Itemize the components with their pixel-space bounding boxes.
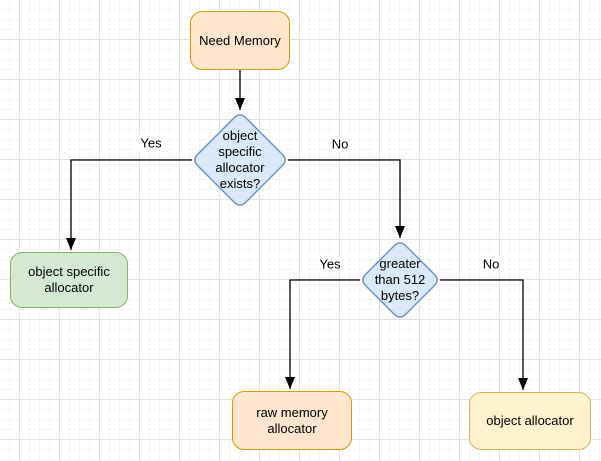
edge-label-decision2-yes[interactable]: Yes [317, 256, 343, 272]
node-raw-memory-allocator-label: raw memory allocator [256, 404, 328, 436]
node-decision-greater-512[interactable]: greater than 512 bytes? [360, 240, 440, 320]
node-raw-memory-allocator[interactable]: raw memory allocator [232, 391, 352, 450]
edge-decision2-yes[interactable] [285, 279, 360, 389]
edge-decision1-no[interactable] [288, 159, 405, 238]
decision2-diamond-shape [362, 242, 438, 318]
edge-label-decision2-no[interactable]: No [480, 256, 502, 272]
node-object-allocator[interactable]: object allocator [469, 392, 591, 450]
node-need-memory[interactable]: Need Memory [190, 11, 290, 70]
decision1-diamond-shape [194, 114, 286, 206]
node-object-specific-allocator[interactable]: object specific allocator [10, 252, 128, 308]
node-need-memory-label: Need Memory [199, 32, 281, 48]
node-object-specific-allocator-label: object specific allocator [28, 264, 110, 295]
edge-decision1-yes[interactable] [66, 159, 192, 250]
node-decision-object-specific-exists-label: object specific allocator exists? [215, 128, 265, 191]
edge-label-decision1-yes[interactable]: Yes [138, 135, 164, 151]
edge-decision2-no[interactable] [440, 279, 528, 390]
node-decision-greater-512-label: greater than 512 bytes? [374, 256, 426, 303]
node-object-allocator-label: object allocator [486, 413, 574, 428]
edge-label-decision1-no[interactable]: No [329, 136, 351, 152]
node-decision-object-specific-exists[interactable]: object specific allocator exists? [192, 112, 288, 208]
